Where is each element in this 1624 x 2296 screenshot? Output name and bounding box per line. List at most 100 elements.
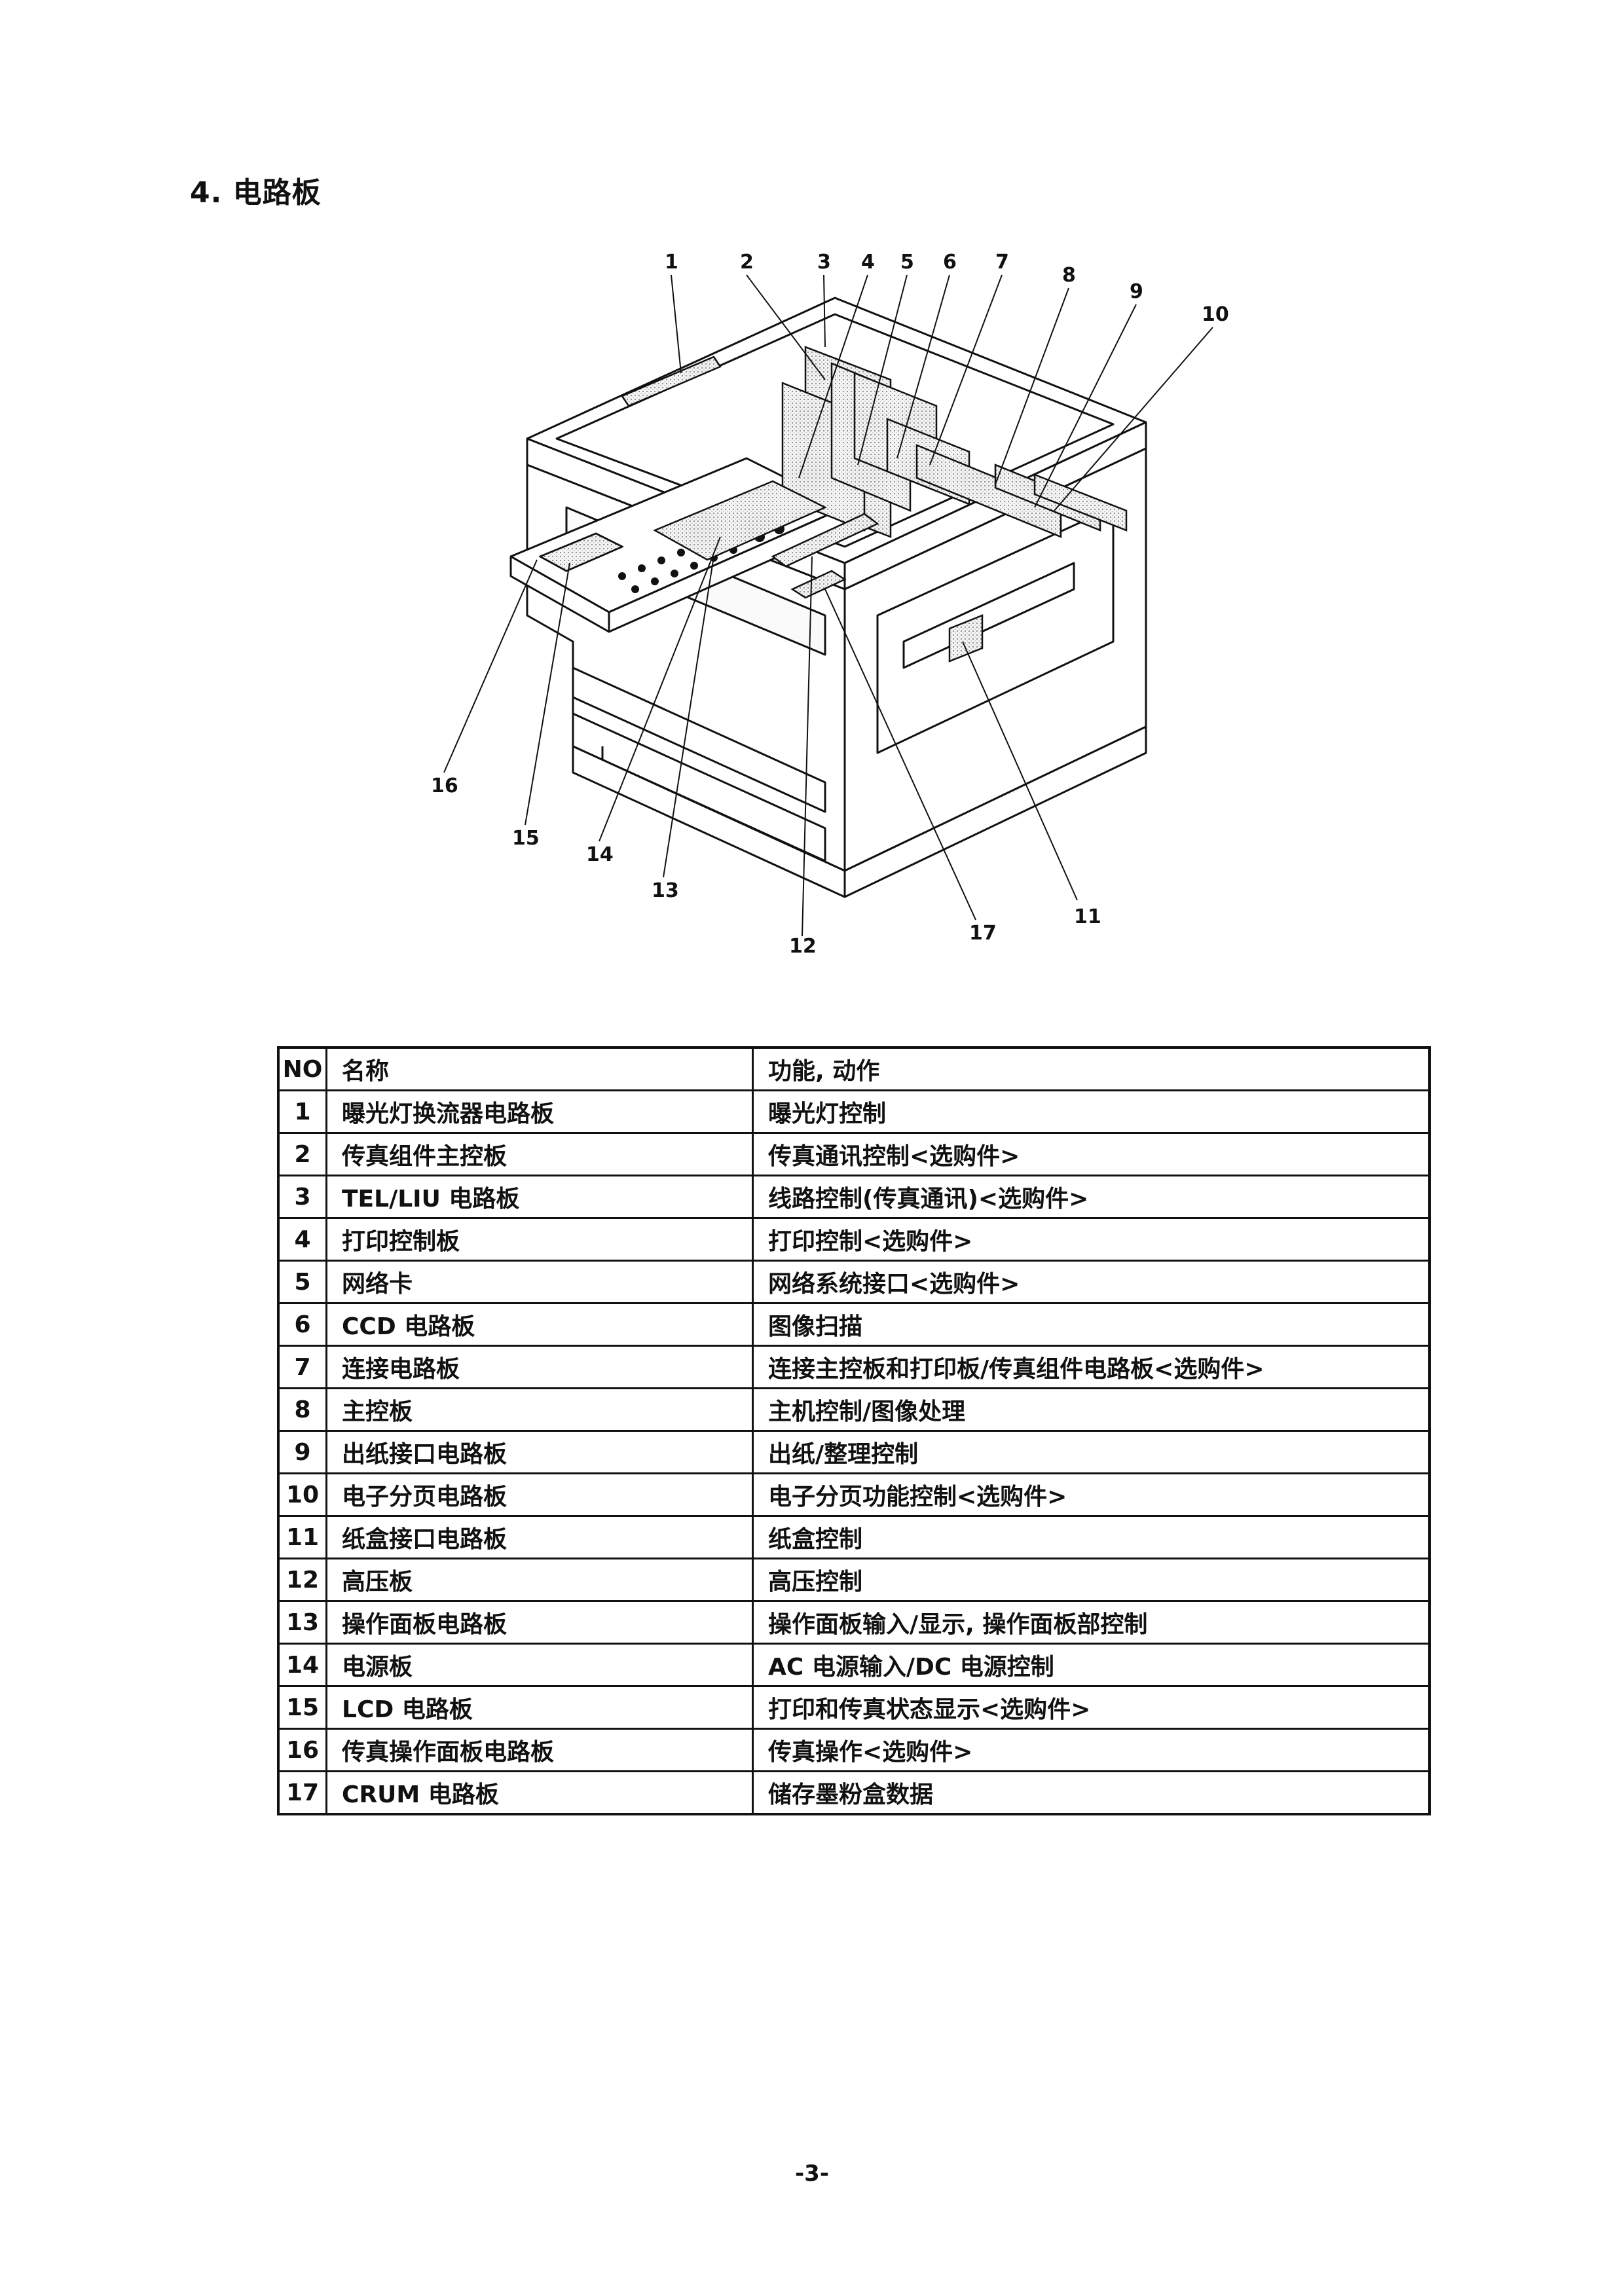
row-no: 8 [277,1387,327,1432]
row-no: 11 [277,1515,327,1559]
row-name: CCD 电路板 [325,1302,754,1347]
row-function: 曝光灯控制 [752,1089,1431,1134]
row-function: 电子分页功能控制<选购件> [752,1472,1431,1517]
row-name: 传真操作面板电路板 [325,1728,754,1772]
row-no: 5 [277,1260,327,1304]
row-name: 传真组件主控板 [325,1132,754,1176]
row-function: 传真通讯控制<选购件> [752,1132,1431,1176]
row-function: 储存墨粉盒数据 [752,1770,1431,1815]
row-no: 1 [277,1089,327,1134]
row-function: 纸盒控制 [752,1515,1431,1559]
row-name: LCD 电路板 [325,1685,754,1730]
table-header-row: NO 名称 功能, 动作 [277,1046,1431,1091]
row-name: 连接电路板 [325,1345,754,1389]
row-function: 主机控制/图像处理 [752,1387,1431,1432]
row-name: 打印控制板 [325,1217,754,1262]
callout-8: 8 [1062,264,1076,287]
column-header-name: 名称 [325,1046,754,1091]
callout-1: 1 [665,251,678,274]
board-crum [790,570,847,599]
row-function: 图像扫描 [752,1302,1431,1347]
callout-14: 14 [586,843,614,866]
page-number: -3- [795,2160,829,2187]
row-function: AC 电源输入/DC 电源控制 [752,1643,1431,1687]
row-no: 4 [277,1217,327,1262]
row-no: 10 [277,1472,327,1517]
row-function: 打印控制<选购件> [752,1217,1431,1262]
row-name: 网络卡 [325,1260,754,1304]
board-lcd [538,532,624,572]
row-no: 7 [277,1345,327,1389]
board-sorter [1033,473,1128,532]
row-function: 出纸/整理控制 [752,1430,1431,1474]
column-header-no: NO [277,1046,327,1091]
callout-16: 16 [431,774,458,797]
row-function: 操作面板输入/显示, 操作面板部控制 [752,1600,1431,1645]
row-no: 2 [277,1132,327,1176]
row-name: 曝光灯换流器电路板 [325,1089,754,1134]
callout-4: 4 [861,251,875,274]
row-function: 高压控制 [752,1558,1431,1602]
row-no: 14 [277,1643,327,1687]
callout-15: 15 [512,827,540,850]
row-name: 电子分页电路板 [325,1472,754,1517]
row-no: 3 [277,1175,327,1219]
callout-labels: 1 2 3 4 5 6 7 8 9 10 11 12 13 14 15 16 1… [431,251,1229,958]
row-function: 线路控制(传真通讯)<选购件> [752,1175,1431,1219]
copier-illustration: 1 2 3 4 5 6 7 8 9 10 11 12 13 14 15 16 1… [431,251,1229,958]
callout-12: 12 [789,935,817,958]
callout-3: 3 [817,251,831,274]
copier-circuit-board-diagram: 1 2 3 4 5 6 7 8 9 10 11 12 13 14 15 16 1… [406,249,1257,969]
callout-9: 9 [1130,280,1143,303]
row-no: 15 [277,1685,327,1730]
row-function: 连接主控板和打印板/传真组件电路板<选购件> [752,1345,1431,1389]
callout-6: 6 [943,251,957,274]
board-exposure-inverter [621,355,722,407]
row-function: 网络系统接口<选购件> [752,1260,1431,1304]
callout-11: 11 [1074,905,1101,928]
board-high-voltage [771,513,879,568]
row-no: 9 [277,1430,327,1474]
callout-10: 10 [1202,303,1229,326]
row-no: 6 [277,1302,327,1347]
callout-17: 17 [969,922,997,945]
row-name: 出纸接口电路板 [325,1430,754,1474]
board-power [653,480,827,561]
row-function: 打印和传真状态显示<选购件> [752,1685,1431,1730]
row-no: 13 [277,1600,327,1645]
callout-2: 2 [740,251,754,274]
row-name: 主控板 [325,1387,754,1432]
row-no: 12 [277,1558,327,1602]
row-name: 电源板 [325,1643,754,1687]
board-tray-interface [948,614,984,663]
row-name: 操作面板电路板 [325,1600,754,1645]
column-header-function: 功能, 动作 [752,1046,1431,1091]
paper-tray-1 [572,666,826,813]
row-name: 高压板 [325,1558,754,1602]
callout-13: 13 [652,879,679,902]
row-name: 纸盒接口电路板 [325,1515,754,1559]
row-no: 16 [277,1728,327,1772]
callout-7: 7 [995,251,1009,274]
row-name: TEL/LIU 电路板 [325,1175,754,1219]
row-name: CRUM 电路板 [325,1770,754,1815]
row-no: 17 [277,1770,327,1815]
callout-5: 5 [900,251,914,274]
